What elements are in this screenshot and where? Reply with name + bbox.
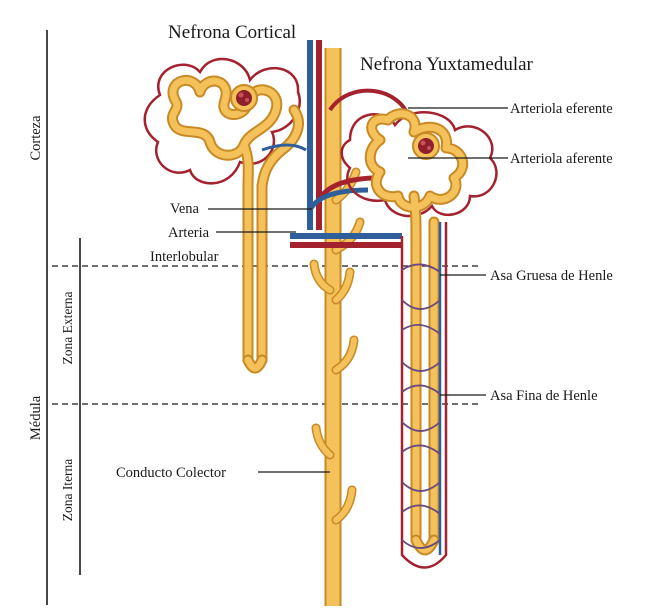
cortical-nephron-title: Nefrona Cortical bbox=[168, 22, 296, 43]
medulla-label: Médula bbox=[28, 395, 44, 440]
cortical-nephron bbox=[145, 59, 306, 368]
afferent-arteriole-label: Arteriola aferente bbox=[510, 151, 613, 167]
interlobular-label: Interlobular bbox=[150, 249, 219, 265]
cortex-label: Corteza bbox=[28, 115, 44, 161]
collecting-duct-label: Conducto Colector bbox=[116, 465, 226, 481]
artery-label: Arteria bbox=[168, 225, 210, 241]
vein-label: Vena bbox=[170, 201, 200, 217]
inner-zone-label: Zona Iterna bbox=[60, 459, 75, 522]
outer-zone-label: Zona Externa bbox=[60, 291, 75, 364]
juxtamedullary-glomerulus bbox=[413, 133, 439, 159]
thick-loop-label: Asa Gruesa de Henle bbox=[490, 268, 613, 284]
efferent-arteriole-label: Arteriola eferente bbox=[510, 101, 613, 117]
juxtamedullary-nephron-title: Nefrona Yuxtamedular bbox=[360, 54, 534, 75]
cortical-glomerulus bbox=[231, 85, 257, 111]
thin-loop-label: Asa Fina de Henle bbox=[490, 388, 598, 404]
